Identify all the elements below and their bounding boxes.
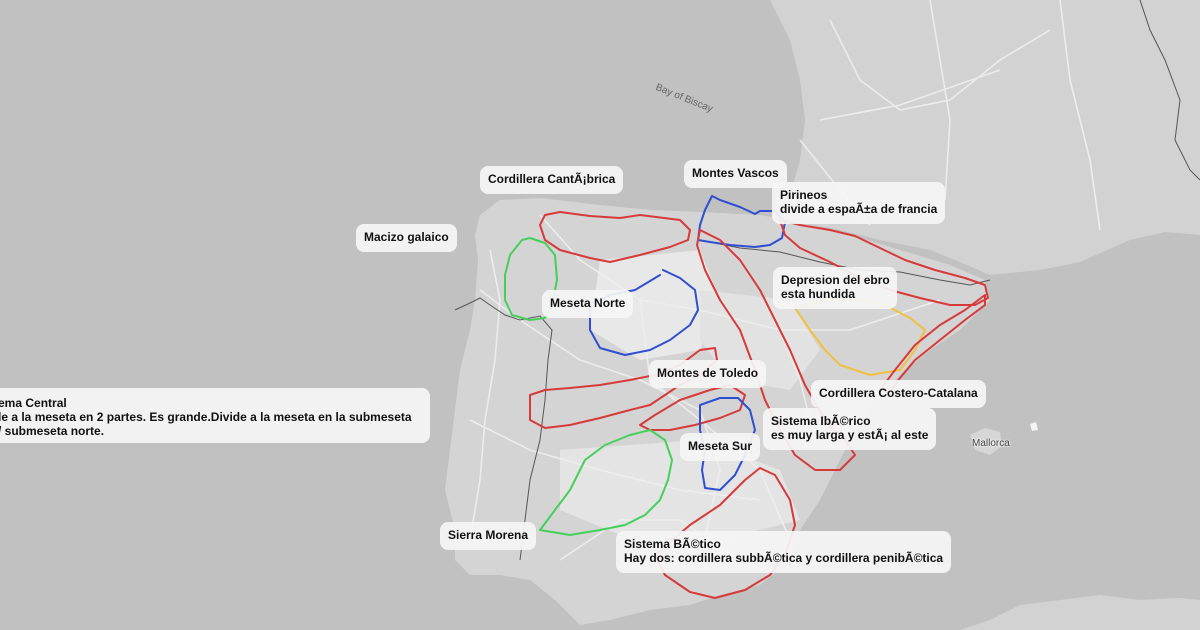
- label-description: / submeseta norte.: [0, 424, 105, 438]
- label-title: Pirineos: [780, 188, 828, 202]
- label-title: Cordillera CantÃ¡brica: [488, 172, 616, 186]
- label-title: Montes Vascos: [692, 166, 779, 180]
- label-description: esta hundida: [781, 287, 856, 301]
- label-cordillera-costero-catalana[interactable]: Cordillera Costero-Catalana: [811, 380, 986, 408]
- label-macizo-galaico[interactable]: Macizo galaico: [356, 224, 457, 252]
- label-title: Sierra Morena: [448, 528, 529, 542]
- label-montes-vascos[interactable]: Montes Vascos: [684, 160, 787, 188]
- label-montes-toledo[interactable]: Montes de Toledo: [649, 360, 767, 388]
- label-title: Montes de Toledo: [657, 366, 759, 380]
- label-title: Sistema IbÃ©rico: [771, 414, 871, 428]
- label-sistema-iberico[interactable]: Sistema IbÃ©rico es muy larga y estÃ¡ al…: [763, 408, 937, 450]
- label-title: Sistema BÃ©tico: [624, 537, 721, 551]
- outline-costero-catalana: [879, 294, 986, 393]
- outline-sistema-iberico: [696, 229, 856, 471]
- label-description: Hay dos: cordillera subbÃ©tica y cordill…: [624, 551, 944, 565]
- label-description: es muy larga y estÃ¡ al este: [771, 428, 929, 442]
- label-sistema-central[interactable]: ema Central le a la meseta en 2 partes. …: [0, 388, 430, 443]
- label-title: Meseta Norte: [550, 296, 626, 310]
- label-meseta-norte[interactable]: Meseta Norte: [542, 290, 634, 318]
- label-meseta-sur[interactable]: Meseta Sur: [680, 433, 761, 461]
- outline-macizo-galaico: [504, 237, 558, 321]
- label-depresion-ebro[interactable]: Depresion del ebro esta hundida: [773, 267, 897, 309]
- outline-sistema-betico: [654, 467, 796, 599]
- label-cordillera-cantabrica[interactable]: Cordillera CantÃ¡brica: [480, 166, 624, 194]
- label-description: le a la meseta en 2 partes. Es grande.Di…: [0, 410, 412, 424]
- label-sistema-betico[interactable]: Sistema BÃ©tico Hay dos: cordillera subb…: [616, 531, 952, 573]
- label-description: divide a espaÃ±a de francia: [780, 202, 938, 216]
- label-title: Depresion del ebro: [781, 273, 890, 287]
- outline-cordillera-cantabrica: [539, 211, 691, 263]
- label-pirineos[interactable]: Pirineos divide a espaÃ±a de francia: [772, 182, 946, 224]
- label-sierra-morena[interactable]: Sierra Morena: [440, 522, 537, 550]
- outline-pirineos: [779, 219, 989, 306]
- label-title: Macizo galaico: [364, 230, 449, 244]
- label-title: Cordillera Costero-Catalana: [819, 386, 978, 400]
- label-title: ema Central: [0, 396, 67, 410]
- label-title: Meseta Sur: [688, 439, 753, 453]
- outline-sierra-morena: [539, 429, 673, 536]
- place-label-mallorca: Mallorca: [972, 438, 1010, 449]
